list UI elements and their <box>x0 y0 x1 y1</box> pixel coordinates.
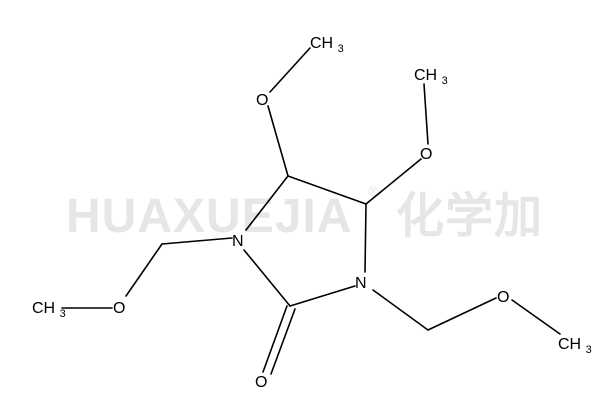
subscript: 3 <box>60 308 66 320</box>
label-ch3-left-text: CH <box>32 300 55 317</box>
bond-n1-ch2 <box>161 237 233 245</box>
bond-ch2-o-left <box>125 243 163 297</box>
label-ch3-right: CH 3 <box>558 336 592 356</box>
bond-c2-o-double-a <box>262 305 288 373</box>
label-ch3-top-text: CH <box>310 35 333 52</box>
label-n-left: N <box>232 233 244 250</box>
bond-n1-c2 <box>243 249 291 307</box>
bond-o-ch3-right <box>511 299 561 335</box>
label-o-right: O <box>497 289 509 306</box>
label-ch3-top: CH 3 <box>310 35 344 55</box>
bond-c5-o <box>365 158 422 205</box>
label-o-top-right: O <box>420 146 432 163</box>
bond-c4-n1 <box>245 175 289 231</box>
bond-o-ch3righttop <box>423 83 429 145</box>
label-ch3-right-top-text: CH <box>414 67 437 84</box>
bond-n3-c2 <box>289 285 356 307</box>
label-o-left: O <box>113 300 125 317</box>
atom-labels: CH 3 CH 3 O O N N O O O CH 3 CH 3 <box>32 35 592 391</box>
watermark-registered: ® <box>368 183 379 199</box>
label-n-right: N <box>355 275 367 292</box>
label-o-top-left: O <box>256 92 268 109</box>
watermark-chinese: 化学加 <box>396 190 543 243</box>
label-ch3-right-text: CH <box>558 336 581 353</box>
subscript: 3 <box>586 344 592 356</box>
label-ch3-right-top: CH 3 <box>414 67 448 87</box>
bond-c5-n3 <box>364 203 367 273</box>
watermark: HUAXUEJIA ® 化学加 <box>66 183 543 243</box>
watermark-latin: HUAXUEJIA <box>66 190 352 243</box>
bond-ch3top-o <box>269 47 311 93</box>
subscript: 3 <box>442 75 448 87</box>
bonds <box>61 47 561 375</box>
bond-ch2-o-right <box>427 297 497 331</box>
label-o-carbonyl: O <box>255 374 267 391</box>
subscript: 3 <box>338 43 344 55</box>
bond-o-c4 <box>267 105 289 177</box>
bond-n3-ch2 <box>372 289 429 331</box>
label-ch3-left: CH 3 <box>32 300 66 320</box>
bond-c2-o-double-b <box>270 308 296 375</box>
bond-c4-c5 <box>287 175 367 205</box>
